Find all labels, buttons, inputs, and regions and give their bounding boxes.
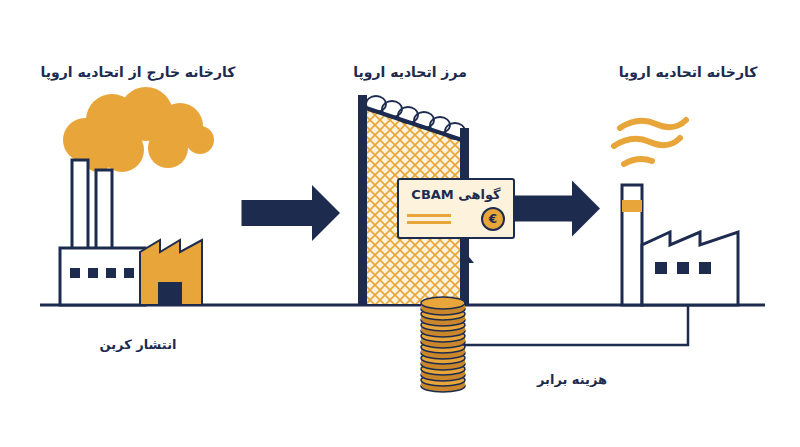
node-heading: کارخانه خارج از اتحادیه اروپا — [41, 62, 236, 82]
barbed-wire — [366, 96, 465, 139]
chimney-band — [622, 200, 642, 212]
node-caption: انتشار کربن — [100, 336, 177, 354]
stripe — [407, 221, 451, 224]
factory-building — [60, 248, 145, 305]
factory-building — [642, 232, 738, 305]
eu-factory — [614, 120, 738, 305]
arrow-head — [572, 181, 600, 237]
chimney — [622, 185, 642, 305]
arrow-shaft — [515, 196, 572, 222]
flow-arrow — [242, 185, 341, 241]
certificate-stripes — [407, 214, 451, 224]
factory-node: کارخانه اتحادیه اروپا — [600, 62, 776, 305]
certificate-row: € — [407, 207, 505, 231]
cost-line — [456, 305, 688, 345]
flow-arrow — [515, 181, 600, 237]
clean-exhaust — [614, 120, 686, 164]
stripe — [407, 214, 451, 217]
node-heading: مرز اتحادیه اروپا — [353, 62, 467, 82]
certificate-node: گواهی CBAM € — [397, 178, 515, 239]
factory-node: کارخانه خارج از اتحادیه اروپا انتشار کربن — [35, 62, 242, 354]
outside-factory — [60, 87, 214, 305]
coin-face — [421, 297, 465, 309]
windows — [655, 262, 711, 274]
factory-door — [158, 282, 182, 305]
factory-hall — [140, 240, 202, 305]
chimney — [72, 160, 88, 252]
windows — [70, 268, 134, 278]
arrow-head — [312, 185, 340, 241]
certificate-title: گواهی CBAM — [407, 186, 505, 204]
fence-post — [358, 95, 367, 305]
chimney — [96, 170, 112, 252]
euro-coin: € — [481, 207, 505, 231]
node-heading: کارخانه اتحادیه اروپا — [619, 62, 758, 82]
edge-label: هزینه برابر — [534, 371, 610, 389]
coin-stack — [421, 297, 465, 392]
arrow-shaft — [242, 200, 313, 226]
